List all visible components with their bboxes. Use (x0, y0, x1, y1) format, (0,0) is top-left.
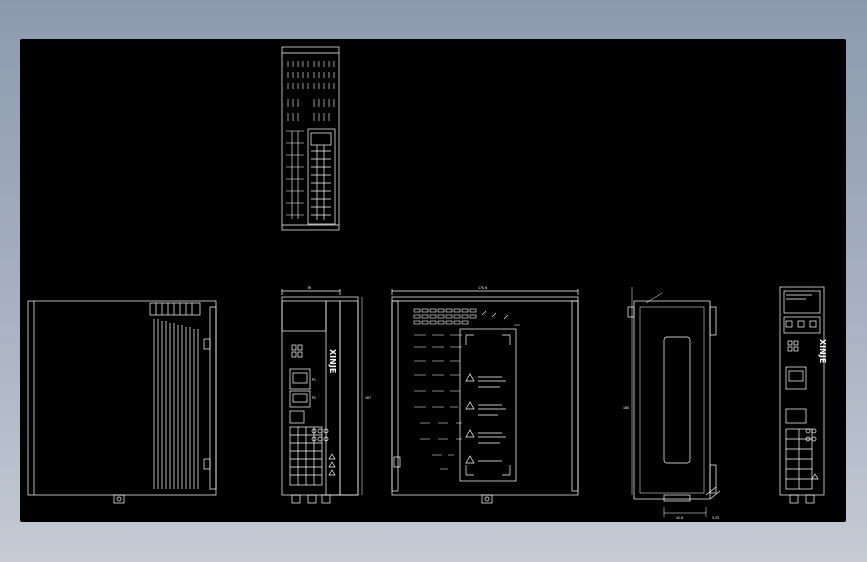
rear-view: 180 42.6 5.25 (623, 287, 721, 520)
front-port-p1-label: P1 (312, 378, 316, 382)
small-front-leds (787, 340, 799, 352)
small-front-terminal-block (785, 428, 813, 490)
left-side-mount-tabs (203, 338, 211, 470)
right-side-vent-grid (413, 308, 520, 470)
top-view-vent-slots (287, 61, 335, 121)
front-ethernet-ports (289, 368, 311, 408)
front-warning-triangles (328, 453, 336, 476)
rear-height-label: 180 (623, 406, 629, 410)
right-side-ground-screw (481, 494, 493, 504)
front-display-leds (291, 344, 303, 358)
top-view-left-cells (286, 130, 304, 219)
front-view: 76 187 XINJE P1 P2 (281, 286, 371, 504)
front-height-label: 187 (365, 396, 371, 400)
front-screw-circles (311, 428, 329, 442)
left-side-view (27, 300, 217, 504)
front-terminal-block (289, 426, 323, 486)
front-port-p2-label: P2 (312, 396, 316, 400)
rear-offset-label: 5.25 (712, 516, 719, 520)
front-logo: XINJE (328, 349, 337, 373)
front-width-label: 76 (307, 286, 311, 290)
small-front-logo: XINJE (818, 339, 827, 363)
side-width-label: 170.6 (478, 286, 487, 290)
front-view-small: XINJE (779, 286, 827, 504)
front-bottom-connectors (291, 494, 331, 504)
right-side-view: 170.6 (391, 286, 579, 504)
small-front-ethernet (785, 366, 807, 390)
top-view (281, 46, 340, 231)
left-side-heatsink-fins (149, 302, 201, 489)
small-front-usb (785, 408, 807, 424)
small-front-warning-icon (811, 473, 819, 480)
top-view-terminal-block (307, 128, 336, 225)
rear-width-label: 42.6 (676, 516, 683, 520)
small-front-screws (805, 428, 817, 442)
left-side-ground-screw (113, 494, 125, 504)
cad-drawing-viewport[interactable]: 76 187 XINJE P1 P2 (20, 39, 846, 522)
front-usb-port (289, 410, 305, 424)
right-side-label-plate (459, 328, 517, 482)
